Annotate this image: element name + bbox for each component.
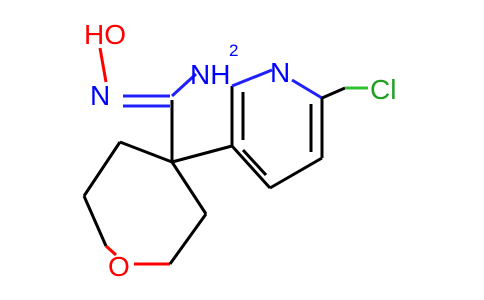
bond-py-6 [230,144,272,190]
bond-quaternary-pyridine [171,144,233,164]
bond-c-nh2 [170,72,198,98]
bond-py-3 [291,78,323,100]
bond-ring-o-left [104,244,118,257]
oxime-nitrogen-label: N [90,80,110,111]
bond-py-6-inner [241,148,268,177]
bond-ring-2 [82,141,122,197]
amine-label: NH [190,59,230,90]
bond-ring-3 [82,195,108,247]
ring-oxygen-label: O [108,251,130,282]
bond-py-5 [269,156,323,190]
bond-o-n-oxime [98,47,108,83]
bond-ring-4 [168,213,208,265]
bond-ring-5 [170,161,208,215]
amine-subscript: 2 [229,41,238,60]
hydroxyl-label: HO [84,19,126,50]
bond-c-cl-black [321,86,346,100]
chlorine-label: Cl [370,74,396,105]
bond-py-2 [231,68,273,88]
bond-ring-1 [119,140,173,164]
pyridine-nitrogen-label: N [270,57,290,88]
